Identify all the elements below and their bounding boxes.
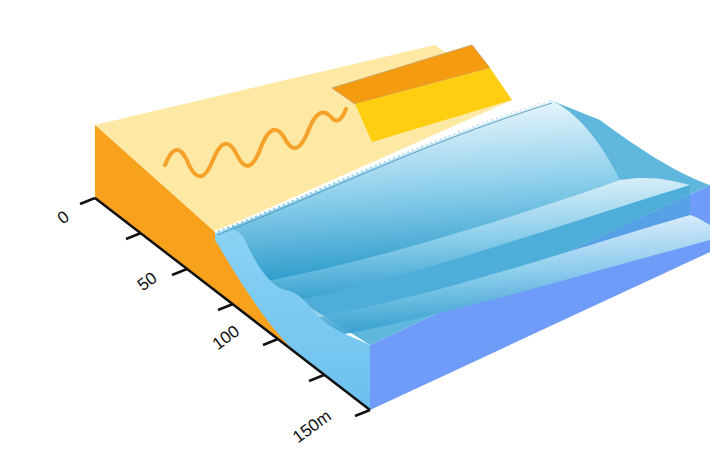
axis-label: 150m xyxy=(289,406,335,447)
axis-label: 0 xyxy=(54,207,73,229)
axis-ticks xyxy=(80,198,370,416)
water-section xyxy=(215,229,370,410)
ripple-line xyxy=(165,109,346,176)
dune-face xyxy=(355,68,512,142)
axis-label: 100 xyxy=(209,322,244,355)
axis-label: 50 xyxy=(133,268,160,295)
axis-line xyxy=(95,198,370,410)
wave-ridge xyxy=(315,215,710,335)
